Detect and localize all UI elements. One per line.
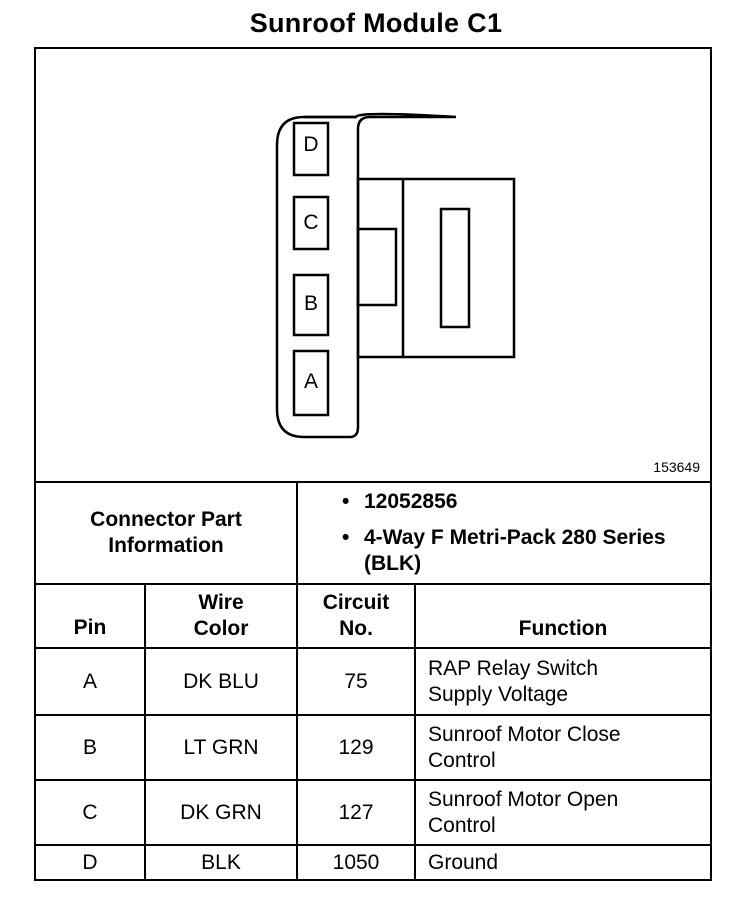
header-wire-color: Wire Color <box>193 591 249 640</box>
pin-cavity-d <box>292 121 330 177</box>
table-row-c-function: Sunroof Motor Open Control <box>428 787 619 837</box>
table-row-b-function: Sunroof Motor Close Control <box>428 722 621 772</box>
table-row-a-function: RAP Relay Switch Supply Voltage <box>428 656 599 706</box>
table-row-b-wire-color: LT GRN <box>183 735 259 759</box>
pin-label-d: D <box>303 133 319 156</box>
part-info-label: Connector Part Information <box>90 508 242 557</box>
table-row-a-wire-color: DK BLU <box>183 669 259 693</box>
table-row-d-wire-color: BLK <box>201 850 241 874</box>
header-pin: Pin <box>73 616 107 639</box>
table-row-d-pin: D <box>82 850 98 874</box>
pin-label-c: C <box>303 211 319 234</box>
header-circuit-no: Circuit No. <box>322 591 390 640</box>
header-function: Function <box>518 617 608 640</box>
connector-latch-tab <box>356 227 398 307</box>
reference-number: 153649 <box>653 459 700 475</box>
pin-cavity-c <box>292 195 330 251</box>
table-row-a-circuit: 75 <box>344 669 368 693</box>
pin-label-a: A <box>303 370 318 393</box>
connector-latch-outer <box>356 177 516 359</box>
table-row-c-wire-color: DK GRN <box>180 800 262 824</box>
diagram-title: Sunroof Module C1 <box>249 8 503 38</box>
connector-frame: D C B A 153649 Connector Part Informatio… <box>34 47 712 881</box>
pin-cavity-a <box>292 349 330 417</box>
table-row-b-pin: B <box>82 735 97 759</box>
part-info-item: •12052856 <box>342 490 458 513</box>
table-row-d-function: Ground <box>428 850 499 874</box>
pin-cavity-b <box>292 273 330 337</box>
table-row-c-pin: C <box>82 800 98 824</box>
table-row-b-circuit: 129 <box>338 735 374 759</box>
table-row-a-pin: A <box>82 669 97 693</box>
pin-label-b: B <box>303 292 318 315</box>
connector-latch-slot <box>439 207 471 329</box>
part-info-item: •4-Way F Metri-Pack 280 Series (BLK) <box>342 526 666 575</box>
part-info-list: •12052856 •4-Way F Metri-Pack 280 Series… <box>336 489 706 577</box>
connector-body-outline <box>275 112 457 439</box>
table-row-d-circuit: 1050 <box>332 850 380 874</box>
connector-diagram: D C B A 153649 <box>36 49 710 483</box>
table-row-c-circuit: 127 <box>338 800 374 824</box>
connector-drawing <box>275 112 516 439</box>
